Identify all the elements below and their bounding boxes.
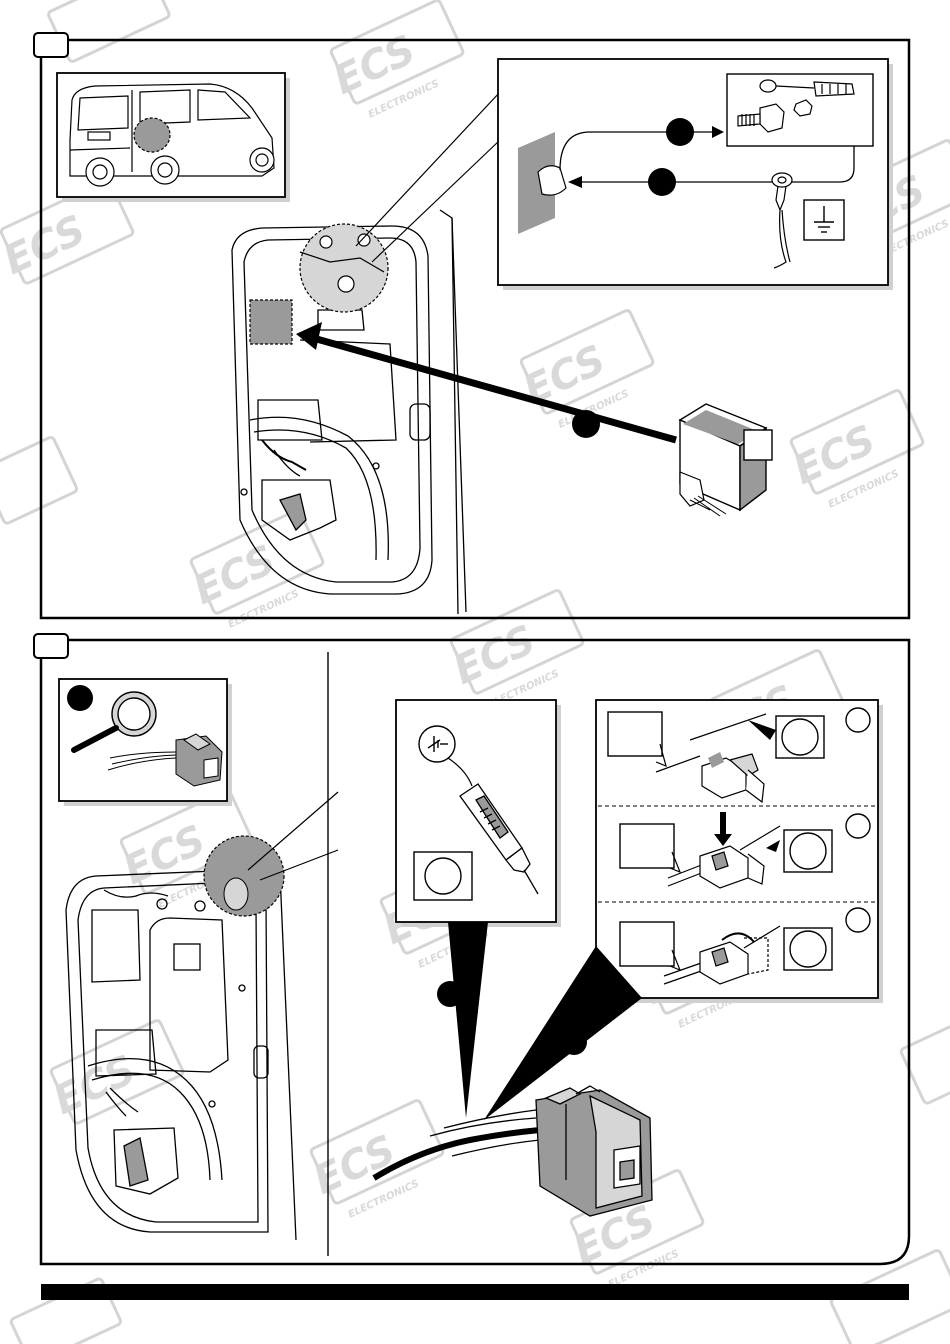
step-bullet: [666, 118, 694, 146]
install-arrow-shaft: [306, 336, 676, 440]
step-number-box: [34, 634, 68, 658]
panel-top: [34, 33, 909, 618]
connector-grommet: [224, 878, 248, 910]
tester-box: [396, 700, 561, 927]
module-mount-area: [250, 300, 292, 344]
install-arrow-head: [296, 322, 322, 350]
main-connector: [374, 1086, 652, 1216]
watermark-logo: ECS: [0, 207, 92, 284]
footer-bar: [41, 1284, 909, 1300]
panel-bottom: [34, 634, 909, 1264]
grounding-detail-box: [498, 59, 893, 290]
step-bullet: [437, 981, 463, 1007]
ground-point-zoom: [300, 224, 388, 312]
step-bullet: [561, 1029, 587, 1055]
pointer-cone-tester: [448, 922, 488, 1118]
van-illustration: [70, 84, 274, 186]
ground-test-symbol: [419, 726, 455, 762]
module-label-box: [744, 430, 772, 460]
step-bullet: [648, 168, 676, 196]
step-bullet: [572, 410, 600, 438]
control-module: [680, 404, 772, 516]
inspect-box: [59, 679, 232, 806]
tail-light-highlight: [134, 118, 170, 152]
connector-steps-box: [596, 700, 883, 1003]
lamp-housing-bottom: [66, 870, 296, 1240]
step-bullet: [67, 685, 93, 711]
step-number-box: [34, 33, 68, 57]
vehicle-thumbnail: [57, 73, 290, 202]
